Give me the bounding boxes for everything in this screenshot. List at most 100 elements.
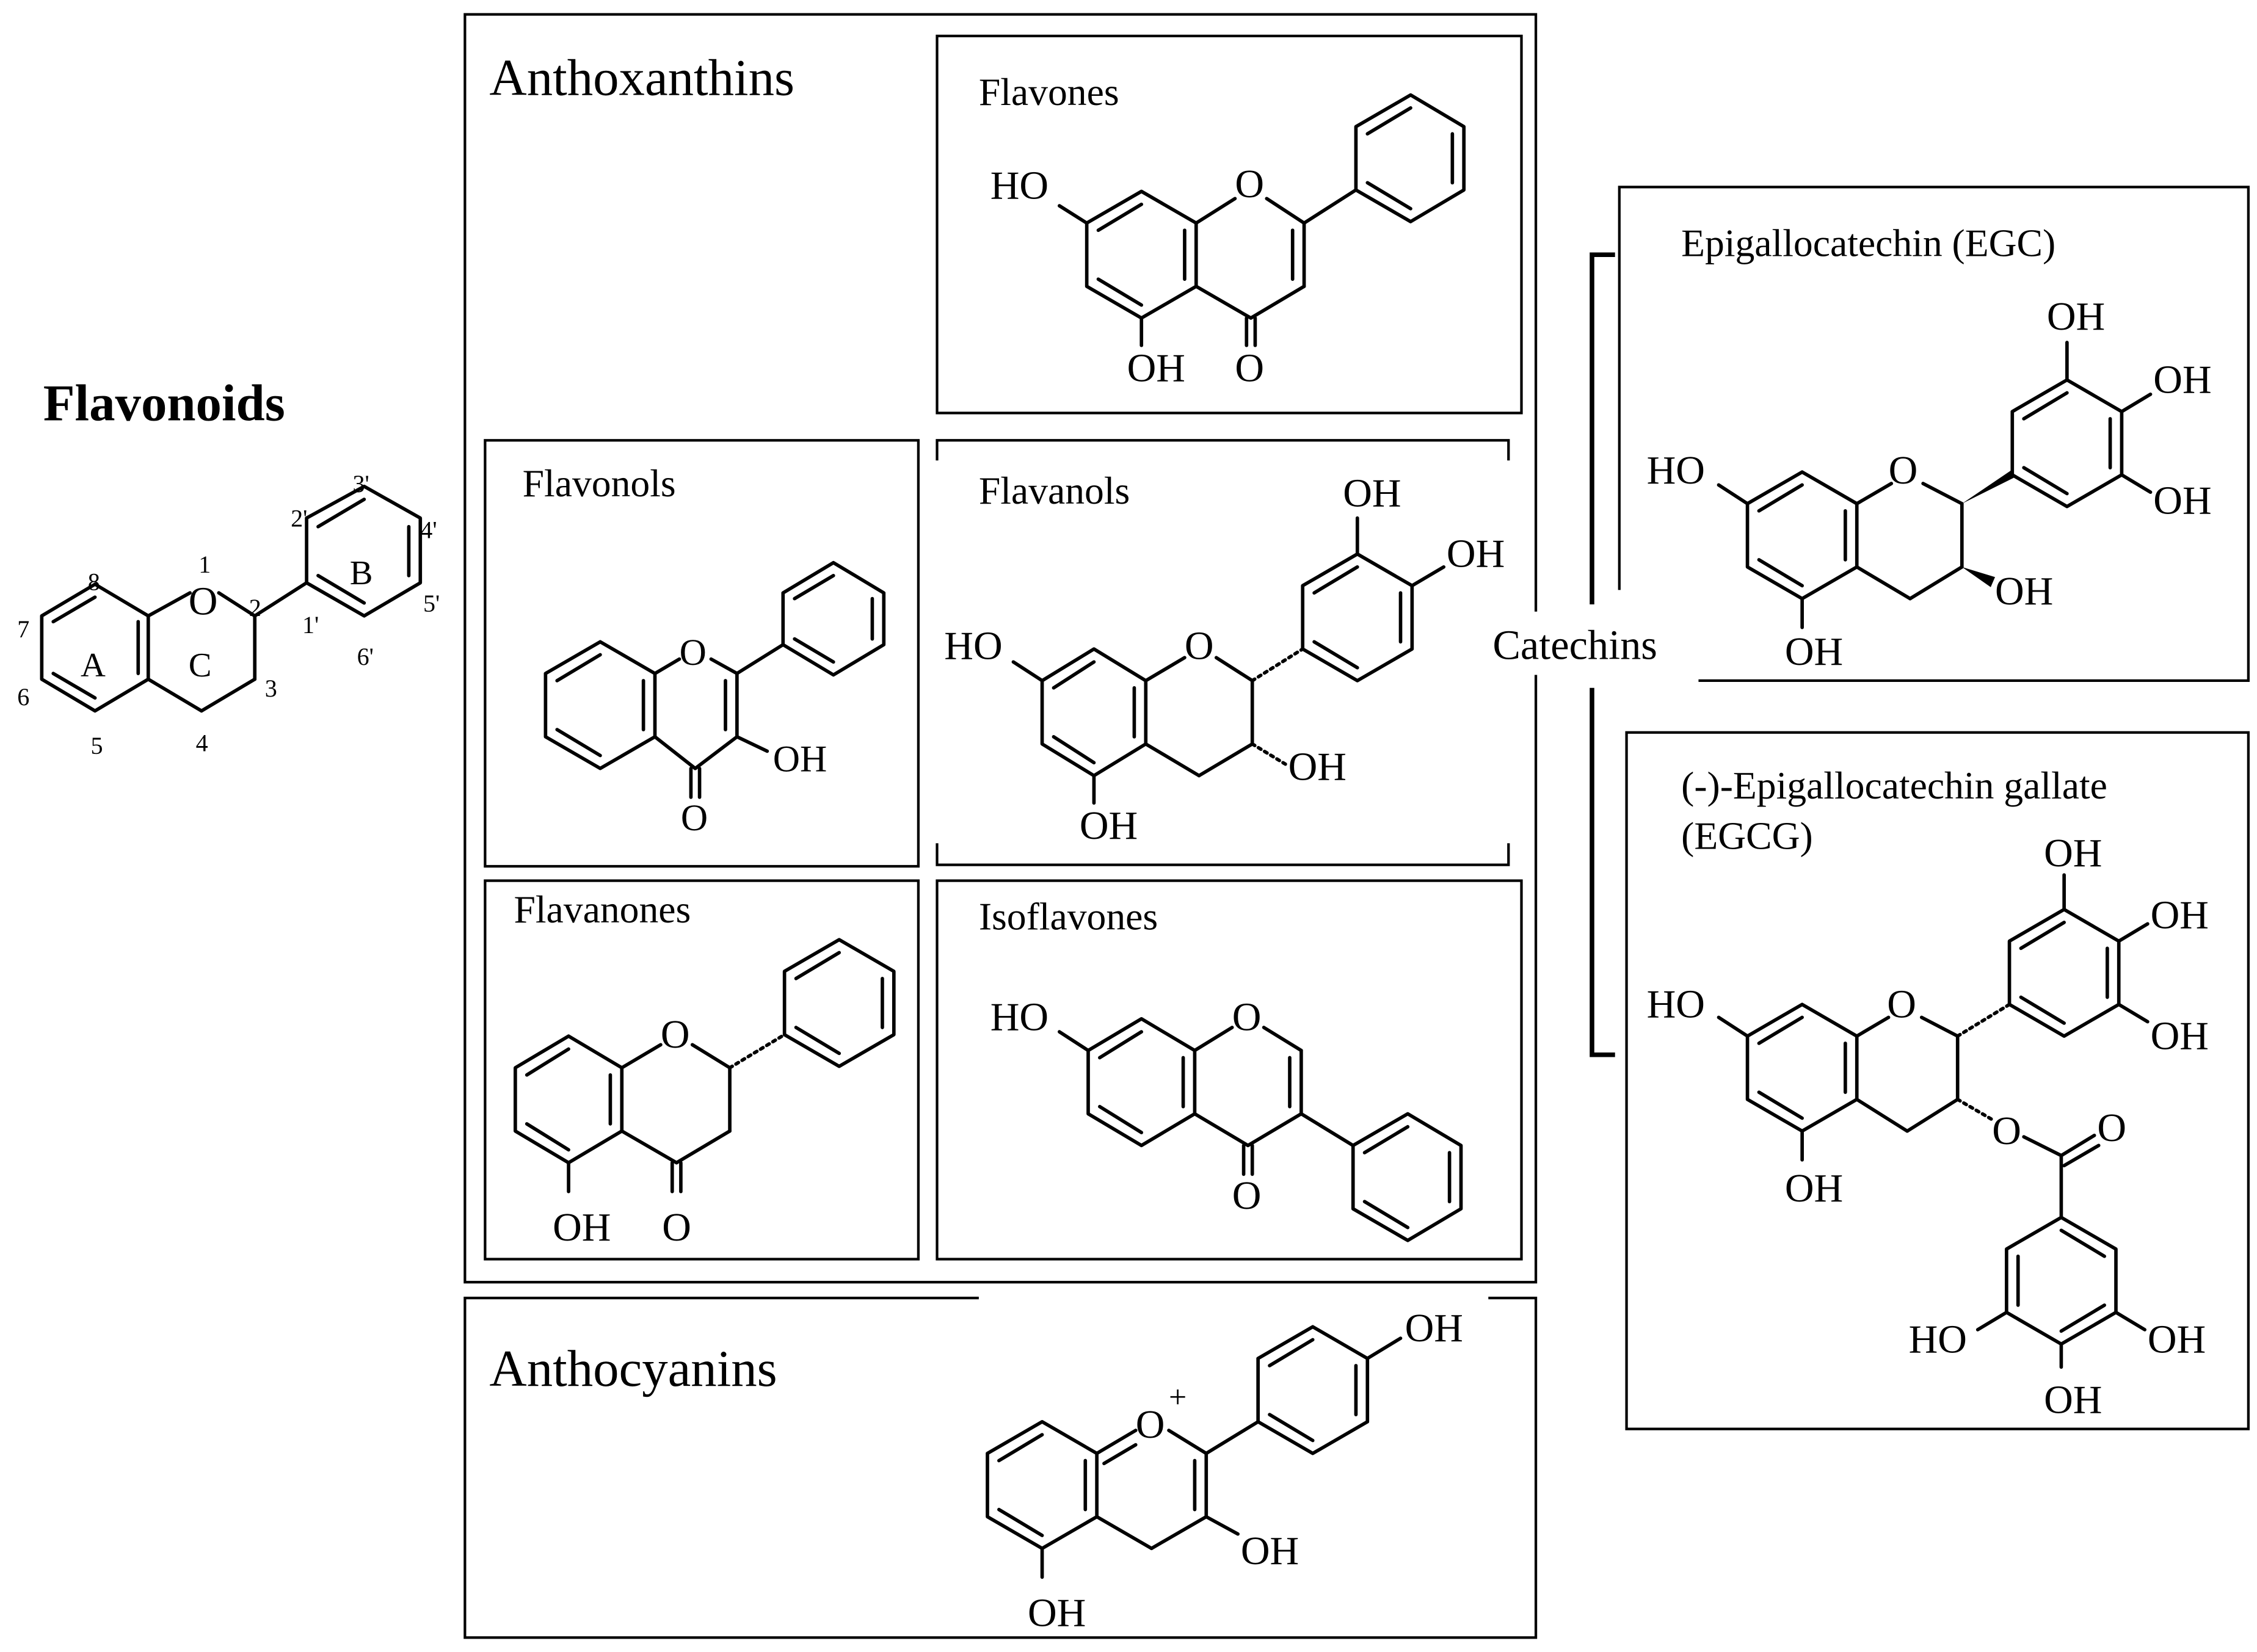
class-flavonols: Flavonols [523, 462, 676, 505]
core-ring-b [305, 484, 423, 618]
flavanones-a-double-2 [525, 1122, 570, 1152]
flavonols-oh-label: OH [773, 738, 827, 780]
flavanones-carbonyl-o: O [662, 1205, 691, 1250]
flavanones-ring-b [782, 938, 896, 1068]
class-flavanones: Flavanones [514, 888, 691, 931]
flavonols-b-double-3 [793, 637, 835, 664]
egc-structure: O HO OH OH OH OH OH [1647, 294, 2212, 674]
class-flavones: Flavones [979, 70, 1119, 114]
core-atom-o: O [189, 579, 218, 623]
egc-oh4p-bond [2120, 393, 2153, 413]
flavonols-oh-bond [735, 735, 769, 753]
flavanones-b-double-1 [794, 951, 841, 980]
flavanols-oh5-label: OH [1080, 803, 1138, 848]
flavonols-a-double-2 [555, 728, 602, 758]
group-catechins: Catechins [1492, 622, 1657, 668]
isoflavones-a-double-2 [1098, 1104, 1144, 1134]
egcg-ho-label: HO [1647, 982, 1705, 1027]
egcg-c-bond-1 [1855, 1015, 1891, 1038]
egcg-ester-carbonyl-1 [2059, 1133, 2096, 1157]
position-3prime: 3' [352, 470, 369, 498]
flavanones-structure: O OH O [514, 938, 896, 1250]
flavanols-c-bond-5 [1144, 742, 1201, 778]
isoflavones-c-bond-1 [1193, 1026, 1234, 1052]
egcg-ring-a [1745, 1002, 1859, 1133]
flavones-c-bond-4 [1249, 284, 1306, 320]
catechins-label-bg [1489, 611, 1677, 675]
position-1prime: 1' [302, 611, 319, 639]
egc-oh5p-label: OH [2153, 478, 2211, 523]
anthocyanins-c-bond-2 [1167, 1429, 1208, 1455]
egcg-carbonyl-o: O [2097, 1106, 2126, 1150]
anthocyanins-b-double-3 [1268, 1413, 1315, 1443]
position-6: 6 [17, 683, 29, 711]
anthocyanins-oh3-bond [1204, 1515, 1240, 1536]
anthocyanins-c-bond-4 [1149, 1515, 1208, 1551]
egcg-structure: O HO OH O O OH OH OH HO OH OH [1647, 831, 2209, 1422]
flavones-c-bond-2 [1265, 197, 1306, 225]
anthocyanins-plus: + [1169, 1380, 1187, 1415]
flavones-b-double-1 [1365, 106, 1412, 136]
egcg-oh5p-label: OH [2151, 1013, 2209, 1058]
egc-a-double-2 [1757, 558, 1804, 588]
core-a-double-2 [51, 672, 97, 700]
anthocyanins-a-double-2 [997, 1507, 1044, 1537]
flavonols-ring-b [781, 560, 886, 677]
isoflavones-carbonyl-o: O [1232, 1173, 1262, 1218]
core-a-double-3 [51, 595, 97, 624]
flavanols-ho-bond [1011, 660, 1044, 683]
flavanones-b-bond-hashed [728, 1032, 787, 1070]
egcg-a-double-2 [1757, 1090, 1804, 1120]
flavonols-b-double-1 [793, 574, 835, 601]
flavanols-b-double-3 [1312, 640, 1359, 670]
isoflavones-b-double-1 [1362, 1125, 1410, 1154]
flavones-structure: O HO OH O [990, 93, 1466, 391]
flavanols-oh-bond-hashed [1250, 742, 1287, 766]
position-6prime: 6' [357, 643, 374, 670]
egcg-b-double-3 [2019, 995, 2066, 1025]
egc-c-bond-1 [1855, 482, 1894, 505]
egcg-oh3p-label: OH [2044, 831, 2102, 875]
anthocyanins-ring-o: O [1136, 1402, 1165, 1447]
flavanols-box [936, 439, 1510, 866]
flavones-c-bond-1 [1194, 197, 1237, 225]
class-egcg-line2: (EGCG) [1681, 814, 1813, 858]
flavones-a-double-2 [1096, 277, 1144, 307]
anthocyanins-c-bond-1 [1095, 1429, 1138, 1455]
flavones-oh-label: OH [1127, 346, 1185, 391]
egc-ring-o: O [1889, 448, 1918, 493]
egc-a-double-3 [1757, 483, 1804, 513]
egcg-a-double-3 [1757, 1015, 1804, 1045]
anthocyanins-ring-b [1256, 1325, 1370, 1455]
egcg-c-bond-5 [1855, 1098, 1910, 1133]
egcg-g-double-2 [2059, 1303, 2106, 1333]
egcg-goh-bottom-label: OH [2044, 1378, 2102, 1422]
flavones-b-double-3 [1365, 181, 1412, 211]
position-1: 1 [198, 551, 211, 578]
egc-c-bond-5 [1855, 565, 1912, 601]
class-egcg-line1: (-)-Epigallocatechin gallate [1681, 764, 2107, 807]
position-5: 5 [90, 732, 103, 759]
core-b-double-1 [316, 498, 366, 529]
flavones-carbonyl-o: O [1235, 346, 1264, 391]
flavanones-ring-o: O [661, 1012, 690, 1057]
flavones-ring-a [1085, 189, 1198, 320]
isoflavones-structure: O HO O [990, 995, 1463, 1242]
flavanols-ho-label: HO [944, 624, 1002, 668]
egcg-box [1625, 731, 2250, 1430]
flavanones-ring-a [514, 1034, 624, 1165]
anthocyanins-structure: O + OH OH OH [986, 1306, 1463, 1636]
core-c-bond-5 [146, 677, 203, 713]
egcg-goh-right-label: OH [2148, 1317, 2206, 1362]
egc-ring-a [1745, 470, 1859, 601]
flavonols-c-bond-4 [693, 735, 739, 770]
egcg-oh5-label: OH [1785, 1166, 1843, 1211]
flavones-ho-bond [1058, 204, 1089, 225]
class-flavanols: Flavanols [979, 469, 1130, 512]
egcg-goh-right-bond [2114, 1310, 2146, 1331]
isoflavones-ho-label: HO [990, 995, 1049, 1040]
egcg-ring-b [2007, 907, 2121, 1038]
class-isoflavones: Isoflavones [979, 895, 1158, 938]
position-7: 7 [17, 615, 29, 643]
flavonoid-core-structure: O A C B 1 2 3 4 5 6 7 8 1' 2' 3' 4' 5' 6… [17, 470, 440, 759]
